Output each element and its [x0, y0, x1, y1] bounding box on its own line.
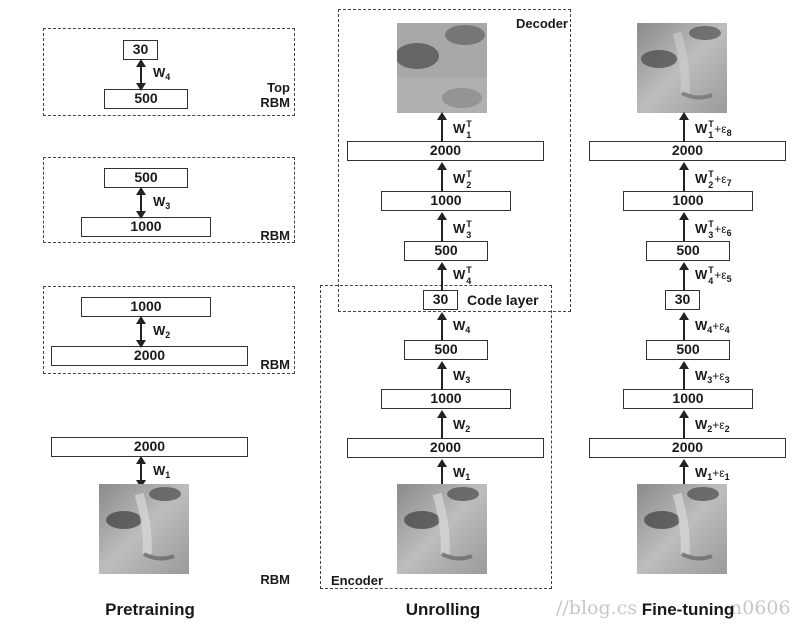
weight-label-w3-eps3: W3+ε3: [695, 368, 730, 386]
rbm-box-w2: [43, 286, 295, 374]
arrows-unrolling: [437, 112, 447, 484]
layer-500: 500: [104, 89, 188, 109]
top-rbm-box: [43, 28, 295, 116]
decoder-layer-500: 500: [404, 241, 488, 261]
bidirectional-arrow: [136, 59, 146, 91]
weight-label-w2: W2: [153, 323, 171, 341]
weight-label-w1-eps1: W1+ε1: [695, 465, 730, 483]
weight-label-w4: W4: [453, 318, 471, 336]
decoder-layer-2000: 2000: [347, 141, 544, 161]
layer-500: 500: [104, 168, 188, 188]
weight-label-w2: W2: [453, 417, 471, 435]
rbm-box-w3: [43, 157, 295, 243]
encoder-layer-1000: 1000: [381, 389, 511, 409]
face-image-reconstruction: [637, 23, 727, 113]
decoder-layer-1000: 1000: [623, 191, 753, 211]
weight-label-w3: W3: [453, 368, 471, 386]
weight-label-w4-eps4: W4+ε4: [695, 318, 730, 336]
column-title-unrolling: Unrolling: [405, 600, 481, 619]
encoder-box: [320, 285, 552, 589]
rbm-tag: RBM: [260, 357, 290, 372]
bidirectional-arrow: [136, 187, 146, 219]
layer-1000: 1000: [81, 297, 211, 317]
layer-2000: 2000: [51, 346, 248, 366]
rbm-tag: RBM: [260, 228, 290, 243]
column-title-finetuning: Fine-tuning: [641, 600, 735, 619]
decoder-label: Decoder: [515, 16, 568, 31]
face-image-input: [99, 484, 189, 574]
face-image-input: [637, 484, 727, 574]
weight-label-w3: W3: [153, 194, 171, 212]
bidirectional-arrow: [136, 456, 146, 488]
encoder-layer-2000: 2000: [347, 438, 544, 458]
encoder-layer-500: 500: [404, 340, 488, 360]
code-layer-label: Code layer: [467, 292, 539, 308]
decoder-box: [338, 9, 571, 312]
decoder-layer-500: 500: [646, 241, 730, 261]
layer-2000: 2000: [51, 437, 248, 457]
code-layer-30: 30: [423, 290, 458, 310]
encoder-label: Encoder: [331, 573, 384, 588]
weight-label-w4: W4: [153, 65, 171, 83]
watermark-right: n0606: [730, 597, 791, 619]
face-image-reconstruction: [397, 23, 487, 113]
watermark-left: //blog.cs: [556, 597, 638, 619]
decoder-layer-1000: 1000: [381, 191, 511, 211]
weight-label-w2-eps2: W2+ε2: [695, 417, 730, 435]
bidirectional-arrow: [136, 316, 146, 348]
decoder-layer-2000: 2000: [589, 141, 786, 161]
encoder-layer-2000: 2000: [589, 438, 786, 458]
layer-1000: 1000: [81, 217, 211, 237]
face-image-input: [397, 484, 487, 574]
encoder-layer-500: 500: [646, 340, 730, 360]
column-title-pretraining: Pretraining: [105, 600, 195, 619]
code-layer-30: 30: [665, 290, 700, 310]
layer-30: 30: [123, 40, 158, 60]
weight-label-w1: W1: [453, 465, 471, 483]
arrows-finetuning: [679, 112, 689, 484]
weight-label-w1: W1: [153, 463, 171, 481]
rbm-tag: RBM: [260, 572, 290, 587]
encoder-layer-1000: 1000: [623, 389, 753, 409]
